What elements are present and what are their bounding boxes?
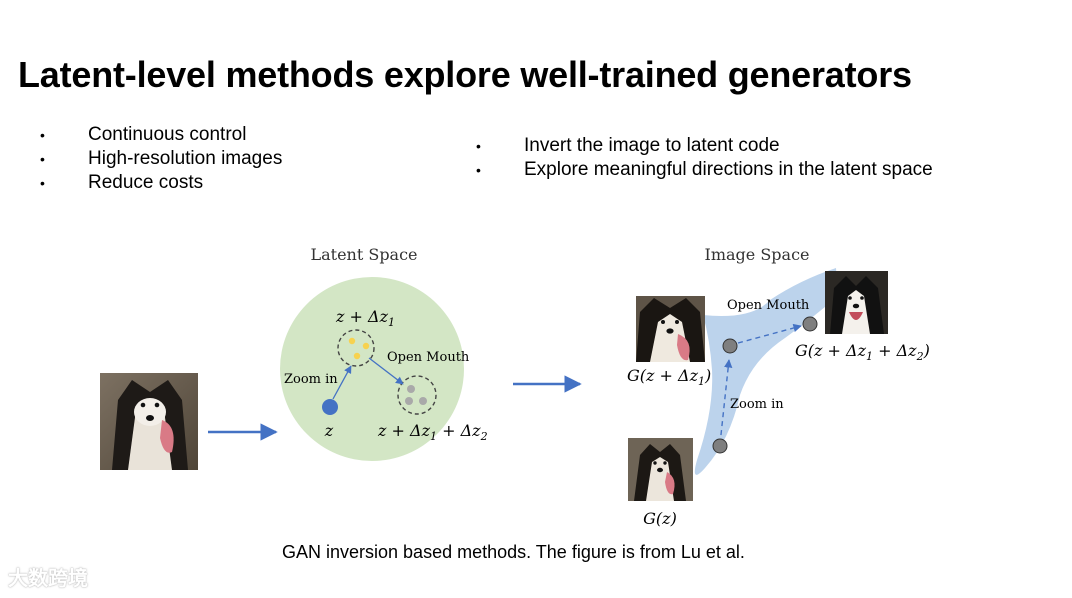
bullet-icon: • bbox=[40, 151, 45, 167]
latent-space-region bbox=[280, 277, 464, 461]
zoom-in-label: Zoom in bbox=[284, 372, 338, 387]
latent-space-title: Latent Space bbox=[310, 245, 417, 264]
mouth-image-label: G(z + Δz1 + Δz2) bbox=[795, 341, 930, 363]
figure-caption: GAN inversion based methods. The figure … bbox=[282, 542, 745, 562]
gz-label: G(z) bbox=[643, 509, 677, 528]
bullet-icon: • bbox=[476, 138, 481, 154]
gz-dog-image bbox=[628, 438, 693, 501]
image-space-panel: Image Space Open Mouth Zoom in G(z) bbox=[627, 245, 930, 528]
mouth-cluster-dot bbox=[407, 385, 415, 393]
bullet-icon: • bbox=[40, 127, 45, 143]
zoomed-dog-image bbox=[636, 296, 705, 362]
zoom-point-label: z + Δz1 bbox=[335, 307, 395, 329]
mouth-path-arrow bbox=[737, 323, 802, 344]
zoom-node bbox=[722, 338, 738, 354]
image-zoom-in-label: Zoom in bbox=[730, 397, 784, 412]
input-dog-image bbox=[100, 373, 198, 470]
latent-space-panel: Latent Space z Zoom in Open Mouth z + Δz… bbox=[280, 245, 488, 461]
mouth-cluster-dot bbox=[405, 397, 413, 405]
z-point bbox=[322, 399, 338, 415]
bullet-text: Explore meaningful directions in the lat… bbox=[524, 159, 933, 180]
zoom-cluster-dot bbox=[348, 337, 356, 345]
zoom-image-label: G(z + Δz1) bbox=[627, 366, 711, 388]
mouth-cluster-ring bbox=[397, 375, 437, 415]
bullet-text: Continuous control bbox=[88, 124, 247, 145]
zoom-direction-arrow bbox=[332, 365, 352, 400]
bullet-text: High-resolution images bbox=[88, 148, 283, 169]
bullet-icon: • bbox=[476, 162, 481, 178]
mouth-node bbox=[802, 316, 818, 332]
image-open-mouth-label: Open Mouth bbox=[727, 298, 810, 313]
image-manifold bbox=[694, 268, 838, 475]
bullet-text: Invert the image to latent code bbox=[524, 135, 780, 156]
zoom-cluster-dot bbox=[353, 352, 361, 360]
zoom-cluster-dot bbox=[362, 342, 370, 350]
image-space-title: Image Space bbox=[705, 245, 810, 264]
open-mouth-dog-image bbox=[825, 271, 888, 334]
bullet-icon: • bbox=[40, 175, 45, 191]
mouth-direction-arrow bbox=[368, 357, 404, 385]
watermark-logo: 大数跨境 bbox=[8, 568, 88, 590]
zoom-cluster-ring bbox=[337, 329, 375, 367]
z-label: z bbox=[324, 421, 334, 440]
mouth-cluster-dot bbox=[419, 397, 427, 405]
mouth-point-label: z + Δz1 + Δz2 bbox=[377, 421, 488, 443]
open-mouth-label: Open Mouth bbox=[387, 350, 470, 365]
gz-node bbox=[712, 438, 728, 454]
slide-title: Latent-level methods explore well-traine… bbox=[18, 54, 912, 95]
bullet-text: Reduce costs bbox=[88, 172, 204, 193]
